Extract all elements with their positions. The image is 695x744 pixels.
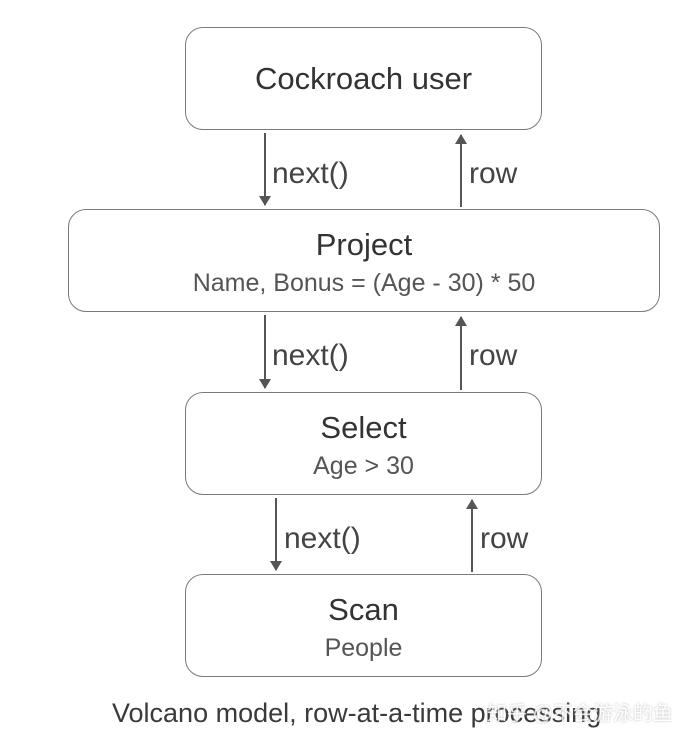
- scan-title: Scan: [328, 592, 399, 627]
- cockroach-user-node: Cockroach user: [185, 27, 542, 130]
- row-label-select-to-project: row: [469, 339, 518, 372]
- select-title: Select: [320, 410, 407, 445]
- row-label-project-to-user: row: [469, 157, 518, 190]
- project-node: Project Name, Bonus = (Age - 30) * 50: [68, 209, 660, 312]
- next-label-project-to-select: next(): [272, 339, 349, 372]
- scan-node: Scan People: [185, 574, 542, 677]
- next-label-select-to-scan: next(): [284, 522, 361, 555]
- scan-detail: People: [324, 634, 403, 662]
- row-label-scan-to-select: row: [480, 522, 529, 555]
- project-title: Project: [315, 227, 413, 262]
- watermark: 知乎 @不会游泳的鱼: [487, 703, 673, 725]
- diagram-caption: Volcano model, row-at-a-time processing: [112, 698, 602, 728]
- next-label-user-to-project: next(): [272, 157, 349, 190]
- cockroach-user-title: Cockroach user: [254, 61, 473, 96]
- select-node: Select Age > 30: [185, 392, 542, 495]
- select-detail: Age > 30: [313, 452, 414, 480]
- project-detail: Name, Bonus = (Age - 30) * 50: [192, 269, 536, 297]
